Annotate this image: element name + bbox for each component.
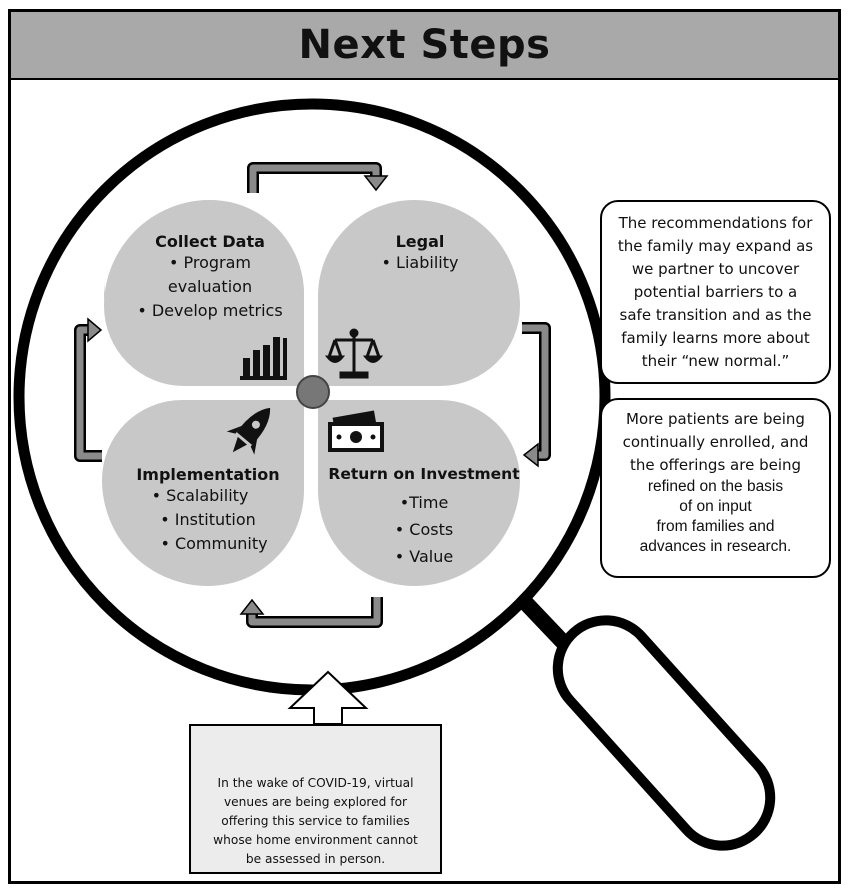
covid-line: venues are being explored for: [223, 795, 408, 809]
cycle-arrow-right: [522, 322, 551, 468]
enrollment-line: of on input: [679, 498, 752, 515]
collect-data-item: • Program: [168, 253, 252, 272]
implementation-text: Implementation • Scalability • Instituti…: [118, 465, 298, 556]
enrollment-line: from families and: [656, 518, 775, 535]
recommendations-line: their “new normal.”: [641, 352, 790, 370]
cycle-arrow-bottom: [239, 597, 383, 628]
enrollment-line: refined on the basis: [647, 478, 784, 495]
legal-text: Legal • Liability: [340, 232, 500, 275]
center-dot: [296, 375, 330, 409]
rocket-icon: [226, 407, 271, 455]
recommendations-line: safe transition and as the: [619, 306, 812, 324]
roi-item: • Value: [394, 547, 454, 566]
cycle-arrow-top: [247, 162, 389, 193]
collect-data-text: Collect Data • Program evaluation • Deve…: [120, 232, 300, 323]
roi-item: •Time: [399, 493, 449, 512]
covid-line: In the wake of COVID-19, virtual: [217, 776, 414, 790]
recommendations-box: The recommendations for the family may e…: [600, 200, 831, 384]
roi-title: Return on Investment: [328, 465, 520, 483]
enrollment-box: More patients are being continually enro…: [600, 398, 831, 578]
bar-chart-icon: [240, 337, 287, 380]
enrollment-line: continually enrolled, and: [622, 433, 809, 451]
scales-icon: [324, 328, 384, 379]
money-icon: [328, 410, 384, 452]
header-bar: Next Steps: [11, 12, 838, 80]
covid-line: be assessed in person.: [245, 852, 386, 866]
covid-line: offering this service to families: [221, 814, 410, 828]
implementation-item: • Community: [160, 534, 268, 553]
roi-text: Return on Investment •Time • Costs • Val…: [326, 465, 522, 570]
legal-title: Legal: [395, 232, 445, 251]
enrollment-line: advances in research.: [639, 538, 792, 555]
cycle-arrow-left: [74, 317, 103, 462]
covid-line: whose home environment cannot: [213, 833, 418, 847]
collect-data-item: evaluation: [167, 277, 253, 296]
implementation-item: • Institution: [160, 510, 256, 529]
collect-data-title: Collect Data: [155, 232, 265, 251]
recommendations-line: family learns more about: [621, 329, 810, 347]
magnifier-handle: [477, 552, 776, 851]
page-title: Next Steps: [298, 22, 551, 68]
covid-box: In the wake of COVID-19, virtual venues …: [189, 724, 442, 874]
enrollment-line: More patients are being: [626, 410, 805, 428]
recommendations-line: the family may expand as: [617, 237, 814, 255]
recommendations-line: we partner to uncover: [631, 260, 800, 278]
roi-item: • Costs: [394, 520, 454, 539]
up-arrow: [287, 670, 369, 725]
implementation-item: • Scalability: [151, 486, 249, 505]
enrollment-line: the offerings are being: [629, 456, 802, 474]
recommendations-line: potential barriers to a: [633, 283, 798, 301]
legal-item: • Liability: [381, 253, 459, 272]
recommendations-line: The recommendations for: [618, 214, 813, 232]
collect-data-item: • Develop metrics: [137, 301, 283, 320]
implementation-title: Implementation: [136, 465, 280, 484]
